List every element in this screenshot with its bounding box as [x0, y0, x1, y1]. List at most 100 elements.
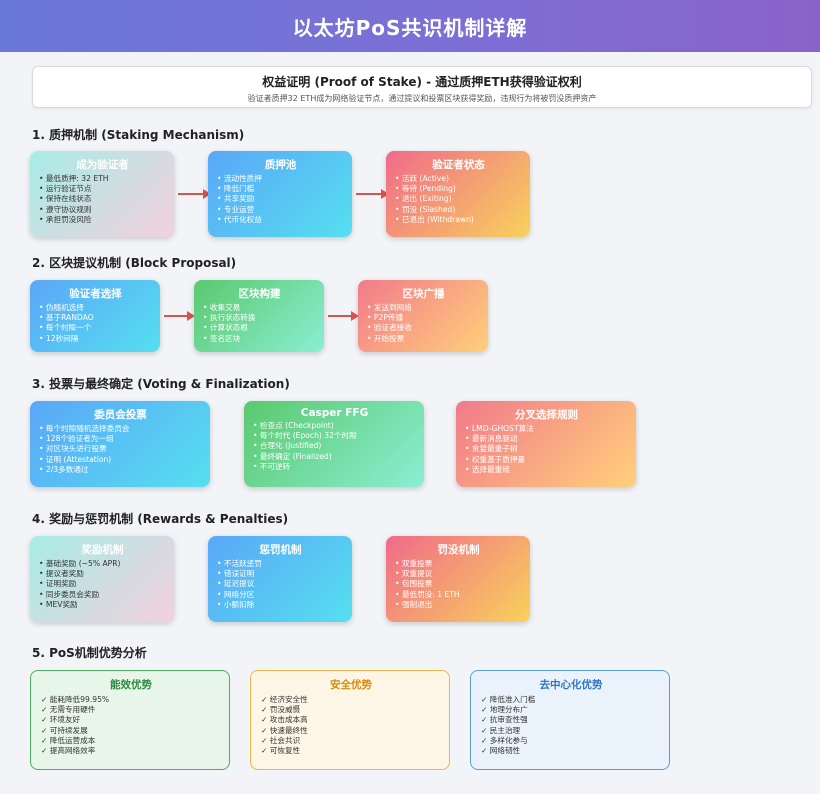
card-title: 奖励机制 [81, 544, 124, 556]
card-decentralization-advantage: 去中心化优势 降低准入门槛地理分布广抗审查性强民主治理多样化参与网络韧性 [470, 670, 670, 770]
card-committee-voting: 委员会投票 每个时隙随机选择委员会128个验证者为一组对区块头进行投票证明 (A… [30, 401, 210, 487]
card-list: 活跃 (Active)等待 (Pending)退出 (Exiting)罚没 (S… [395, 174, 522, 225]
list-item: 流动性质押 [217, 174, 344, 184]
card-title: Casper FFG [300, 407, 369, 419]
list-item: 退出 (Exiting) [395, 194, 522, 204]
page-header: 以太坊PoS共识机制详解 [0, 0, 820, 52]
card-list: 不活跃惩罚错误证明延迟提议网络分区小额扣除 [217, 559, 344, 610]
card-title: 质押池 [264, 159, 297, 171]
section-rewards-heading: 4. 奖励与惩罚机制 (Rewards & Penalties) [32, 512, 289, 526]
intro-subtitle: 验证者质押32 ETH成为网络验证节点，通过提议和投票区块获得奖励，违规行为将被… [247, 94, 597, 103]
list-item: 降低运营成本 [41, 736, 221, 746]
list-item: 伪随机选择 [39, 303, 152, 313]
list-item: 签名区块 [203, 334, 316, 344]
card-list: 经济安全性罚没威慑攻击成本高快速最终性社会共识可恢复性 [261, 695, 441, 756]
card-become-validator: 成为验证者 最低质押: 32 ETH运行验证节点保持在线状态遵守协议规则承担罚没… [30, 151, 174, 237]
list-item: 网络分区 [217, 590, 344, 600]
list-item: 共享奖励 [217, 194, 344, 204]
list-item: 地理分布广 [481, 705, 661, 715]
list-item: 罚没威慑 [261, 705, 441, 715]
page-title: 以太坊PoS共识机制详解 [292, 15, 528, 40]
list-item: 对区块头进行投票 [39, 444, 202, 454]
list-item: 双重提议 [395, 569, 522, 579]
list-item: LMD-GHOST算法 [465, 424, 628, 434]
card-fork-choice: 分叉选择规则 LMD-GHOST算法最新消息驱动贪婪最重子树权重基于质押量选择最… [456, 401, 636, 487]
list-item: 基础奖励 (~5% APR) [39, 559, 166, 569]
list-item: 最低质押: 32 ETH [39, 174, 166, 184]
list-item: 经济安全性 [261, 695, 441, 705]
list-item: 活跃 (Active) [395, 174, 522, 184]
card-block-broadcast: 区块广播 发送到网络P2P传播验证者接收开始投票 [358, 280, 488, 352]
card-rewards: 奖励机制 基础奖励 (~5% APR)提议者奖励证明奖励同步委员会奖励MEV奖励 [30, 536, 174, 622]
card-list: 降低准入门槛地理分布广抗审查性强民主治理多样化参与网络韧性 [481, 695, 661, 756]
list-item: 贪婪最重子树 [465, 444, 628, 454]
list-item: 小额扣除 [217, 600, 344, 610]
list-item: 延迟提议 [217, 579, 344, 589]
list-item: 同步委员会奖励 [39, 590, 166, 600]
list-item: 选择最重链 [465, 465, 628, 475]
list-item: P2P传播 [367, 313, 480, 323]
list-item: 权重基于质押量 [465, 455, 628, 465]
flow-arrow [356, 189, 389, 199]
card-title: 能效优势 [110, 679, 152, 691]
list-item: 不可逆转 [253, 462, 416, 472]
card-title: 去中心化优势 [539, 679, 603, 691]
card-staking-pool: 质押池 流动性质押降低门槛共享奖励专业运营代币化权益 [208, 151, 352, 237]
card-title: 成为验证者 [76, 159, 129, 171]
list-item: 无需专用硬件 [41, 705, 221, 715]
card-list: 检查点 (Checkpoint)每个时代 (Epoch) 32个时隙合理化 (J… [253, 421, 416, 472]
card-casper-ffg: Casper FFG 检查点 (Checkpoint)每个时代 (Epoch) … [244, 401, 424, 487]
card-list: 每个时隙随机选择委员会128个验证者为一组对区块头进行投票证明 (Attesta… [39, 424, 202, 475]
list-item: 民主治理 [481, 726, 661, 736]
card-list: LMD-GHOST算法最新消息驱动贪婪最重子树权重基于质押量选择最重链 [465, 424, 628, 475]
intro-title: 权益证明 (Proof of Stake) - 通过质押ETH获得验证权利 [262, 75, 582, 89]
list-item: 提议者奖励 [39, 569, 166, 579]
card-title: 区块广播 [402, 288, 445, 300]
list-item: 专业运营 [217, 205, 344, 215]
list-item: 证明奖励 [39, 579, 166, 589]
section-staking-heading: 1. 质押机制 (Staking Mechanism) [32, 128, 245, 142]
card-title: 惩罚机制 [259, 544, 302, 556]
list-item: 可持续发展 [41, 726, 221, 736]
list-item: 执行状态转换 [203, 313, 316, 323]
list-item: 降低准入门槛 [481, 695, 661, 705]
list-item: 验证者接收 [367, 323, 480, 333]
list-item: 降低门槛 [217, 184, 344, 194]
list-item: 计算状态根 [203, 323, 316, 333]
list-item: 最低罚没: 1 ETH [395, 590, 522, 600]
list-item: 已退出 (Withdrawn) [395, 215, 522, 225]
list-item: 抗审查性强 [481, 715, 661, 725]
list-item: 双重投票 [395, 559, 522, 569]
list-item: 遵守协议规则 [39, 205, 166, 215]
card-title: 分叉选择规则 [515, 409, 578, 421]
list-item: 环境友好 [41, 715, 221, 725]
card-list: 流动性质押降低门槛共享奖励专业运营代币化权益 [217, 174, 344, 225]
list-item: 发送到网络 [367, 303, 480, 313]
list-item: 承担罚没风险 [39, 215, 166, 225]
list-item: 每个时隙一个 [39, 323, 152, 333]
card-list: 双重投票双重提议包围投票最低罚没: 1 ETH强制退出 [395, 559, 522, 610]
flow-arrow [328, 311, 359, 321]
list-item: 检查点 (Checkpoint) [253, 421, 416, 431]
section-advantages-heading: 5. PoS机制优势分析 [32, 646, 147, 660]
list-item: 不活跃惩罚 [217, 559, 344, 569]
list-item: 可恢复性 [261, 746, 441, 756]
list-item: 收集交易 [203, 303, 316, 313]
card-security-advantage: 安全优势 经济安全性罚没威慑攻击成本高快速最终性社会共识可恢复性 [250, 670, 450, 770]
list-item: 错误证明 [217, 569, 344, 579]
list-item: 运行验证节点 [39, 184, 166, 194]
card-title: 验证者选择 [69, 288, 122, 300]
list-item: 提高网络效率 [41, 746, 221, 756]
list-item: 每个时代 (Epoch) 32个时隙 [253, 431, 416, 441]
card-title: 验证者状态 [432, 159, 485, 171]
card-block-building: 区块构建 收集交易执行状态转换计算状态根签名区块 [194, 280, 324, 352]
card-penalties: 惩罚机制 不活跃惩罚错误证明延迟提议网络分区小额扣除 [208, 536, 352, 622]
list-item: 最终确定 (Finalized) [253, 452, 416, 462]
list-item: 证明 (Attestation) [39, 455, 202, 465]
list-item: 等待 (Pending) [395, 184, 522, 194]
list-item: 12秒间隔 [39, 334, 152, 344]
list-item: 能耗降低99.95% [41, 695, 221, 705]
list-item: 128个验证者为一组 [39, 434, 202, 444]
list-item: 保持在线状态 [39, 194, 166, 204]
card-slashing: 罚没机制 双重投票双重提议包围投票最低罚没: 1 ETH强制退出 [386, 536, 530, 622]
